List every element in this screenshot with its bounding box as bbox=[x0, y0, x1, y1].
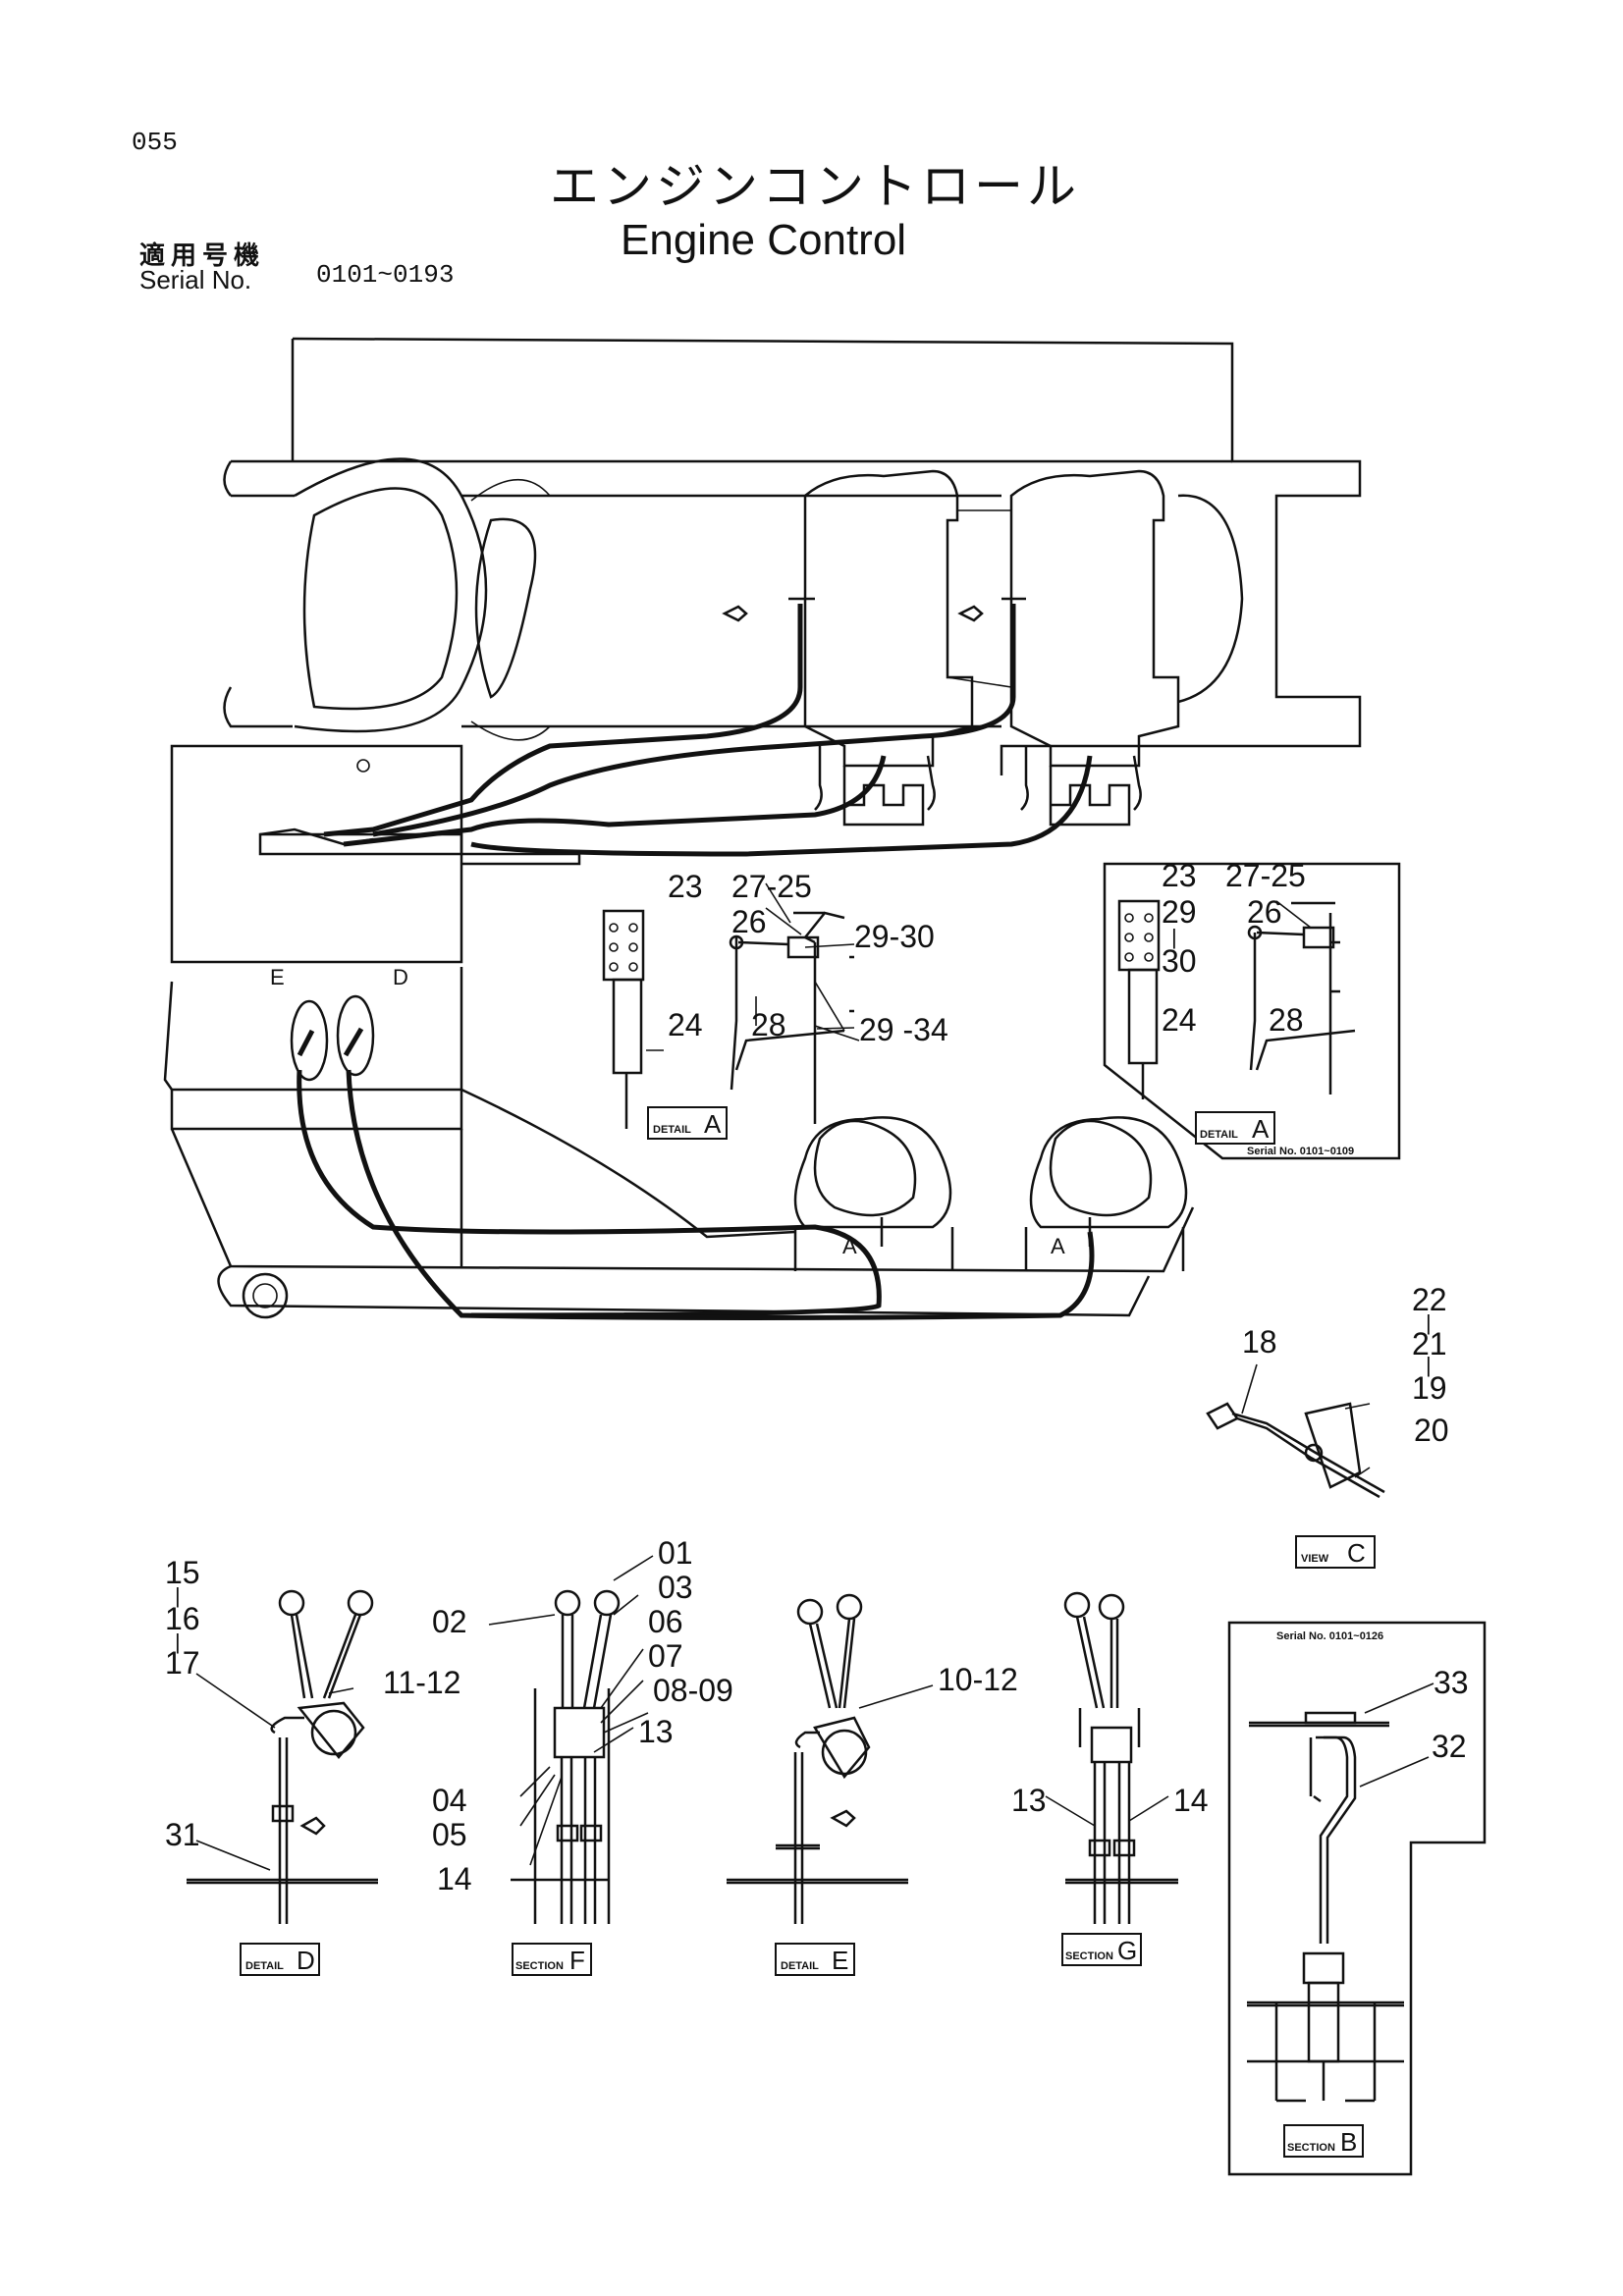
callout-15: 15 bbox=[165, 1555, 200, 1590]
section-g: 13 14 SECTION G bbox=[1011, 1591, 1209, 1966]
svg-text:DETAIL: DETAIL bbox=[1200, 1129, 1238, 1141]
callout-14-g: 14 bbox=[1173, 1783, 1209, 1818]
callout-08-09: 08-09 bbox=[653, 1673, 733, 1708]
mark-a-left: A bbox=[842, 1234, 857, 1258]
callout-23-inset: 23 bbox=[1162, 858, 1197, 893]
callout-01: 01 bbox=[658, 1535, 693, 1571]
tag-section-f: SECTION F bbox=[512, 1943, 592, 1976]
serial-label-jp: 適用号機 bbox=[139, 241, 266, 271]
serial-range: 0101~0193 bbox=[316, 260, 455, 290]
callout-26-inset: 26 bbox=[1247, 894, 1282, 930]
callout-05: 05 bbox=[432, 1817, 467, 1852]
svg-text:|: | bbox=[175, 1629, 181, 1654]
callout-04: 04 bbox=[432, 1783, 467, 1818]
callout-29-30: 29-30 bbox=[854, 919, 935, 954]
detail-a-inset: 23 27-25 29 | 30 26 24 28 DETAIL A Seria… bbox=[1103, 858, 1401, 1160]
section-f: 01 02 03 06 07 08-09 13 04 05 14 SECTION… bbox=[432, 1535, 733, 1976]
svg-text:C: C bbox=[1347, 1538, 1366, 1568]
svg-text:A: A bbox=[1252, 1114, 1270, 1144]
tag-view-c: VIEW C bbox=[1295, 1535, 1376, 1569]
tag-section-b: SECTION B bbox=[1283, 2124, 1364, 2158]
svg-text:B: B bbox=[1340, 2127, 1357, 2157]
callout-30-inset: 30 bbox=[1162, 943, 1197, 979]
svg-text:D: D bbox=[297, 1946, 315, 1975]
callout-19: 19 bbox=[1412, 1370, 1447, 1406]
mark-e: E bbox=[270, 965, 285, 989]
detail-d: 15 | 16 | 17 11-12 31 DETAIL D bbox=[165, 1555, 460, 1976]
tag-detail-e: DETAIL E bbox=[775, 1943, 855, 1976]
tag-detail-d: DETAIL D bbox=[240, 1943, 320, 1976]
callout-24-inset: 24 bbox=[1162, 1002, 1197, 1038]
callout-16: 16 bbox=[165, 1601, 200, 1636]
page-title-en: Engine Control bbox=[621, 216, 907, 264]
callout-32: 32 bbox=[1432, 1729, 1467, 1764]
callout-29-34: 29 -34 bbox=[859, 1012, 948, 1047]
serial-label: Serial No. bbox=[139, 265, 252, 294]
callout-28-inset: 28 bbox=[1269, 1002, 1304, 1038]
callout-10-12: 10-12 bbox=[938, 1662, 1018, 1697]
callout-18: 18 bbox=[1242, 1324, 1277, 1360]
callout-22: 22 bbox=[1412, 1282, 1447, 1317]
svg-text:A: A bbox=[704, 1109, 722, 1139]
svg-text:G: G bbox=[1117, 1936, 1137, 1965]
page-number: 055 bbox=[132, 128, 178, 157]
svg-text:F: F bbox=[569, 1946, 585, 1975]
callout-29-inset: 29 bbox=[1162, 894, 1197, 930]
callout-21: 21 bbox=[1412, 1326, 1447, 1362]
inset-serial-a: Serial No. 0101~0109 bbox=[1247, 1146, 1354, 1157]
svg-text:SECTION: SECTION bbox=[1065, 1950, 1113, 1962]
svg-text:VIEW: VIEW bbox=[1301, 1553, 1329, 1565]
tag-detail-a: DETAIL A bbox=[647, 1106, 728, 1140]
svg-text:|: | bbox=[1426, 1353, 1432, 1377]
callout-20: 20 bbox=[1414, 1413, 1449, 1448]
svg-text:SECTION: SECTION bbox=[1287, 2142, 1335, 2154]
callout-06: 06 bbox=[648, 1604, 683, 1639]
svg-text:DETAIL: DETAIL bbox=[781, 1960, 819, 1972]
callout-26: 26 bbox=[731, 904, 767, 939]
tag-detail-a-inset: DETAIL A bbox=[1195, 1111, 1275, 1145]
svg-text:DETAIL: DETAIL bbox=[245, 1960, 284, 1972]
detail-a: 23 27-25 26 29-30 24 28 29 -34 DETAIL A bbox=[602, 869, 948, 1140]
callout-03: 03 bbox=[658, 1570, 693, 1605]
detail-e: 10-12 DETAIL E bbox=[727, 1593, 1018, 1976]
svg-text:|: | bbox=[1426, 1310, 1432, 1335]
section-b: Serial No. 0101~0126 33 32 SECTION B bbox=[1227, 1621, 1487, 2176]
callout-13-f: 13 bbox=[638, 1714, 674, 1749]
callout-07: 07 bbox=[648, 1638, 683, 1674]
callout-28: 28 bbox=[751, 1007, 786, 1042]
tag-section-g: SECTION G bbox=[1061, 1933, 1142, 1966]
callout-27-25: 27-25 bbox=[731, 869, 812, 904]
svg-text:SECTION: SECTION bbox=[515, 1960, 564, 1972]
view-c: 22 | 21 | 19 18 20 VIEW C bbox=[1206, 1282, 1449, 1569]
callout-24: 24 bbox=[668, 1007, 703, 1042]
callout-13-g: 13 bbox=[1011, 1783, 1047, 1818]
svg-text:E: E bbox=[832, 1946, 848, 1975]
svg-text:|: | bbox=[1171, 925, 1177, 949]
page-title-jp: エンジンコントロール bbox=[550, 158, 1080, 215]
callout-14-f: 14 bbox=[437, 1861, 472, 1896]
mark-d: D bbox=[393, 965, 408, 989]
callout-17: 17 bbox=[165, 1645, 200, 1681]
mark-a-right: A bbox=[1051, 1234, 1065, 1258]
svg-text:DETAIL: DETAIL bbox=[653, 1124, 691, 1136]
main-assembly: E D A A bbox=[163, 337, 1362, 1320]
callout-23: 23 bbox=[668, 869, 703, 904]
callout-27-25-inset: 27-25 bbox=[1225, 858, 1306, 893]
inset-serial-b: Serial No. 0101~0126 bbox=[1276, 1630, 1383, 1642]
callout-02: 02 bbox=[432, 1604, 467, 1639]
callout-31: 31 bbox=[165, 1817, 200, 1852]
callout-33: 33 bbox=[1434, 1665, 1469, 1700]
callout-11-12: 11-12 bbox=[383, 1665, 460, 1700]
svg-text:|: | bbox=[175, 1583, 181, 1608]
